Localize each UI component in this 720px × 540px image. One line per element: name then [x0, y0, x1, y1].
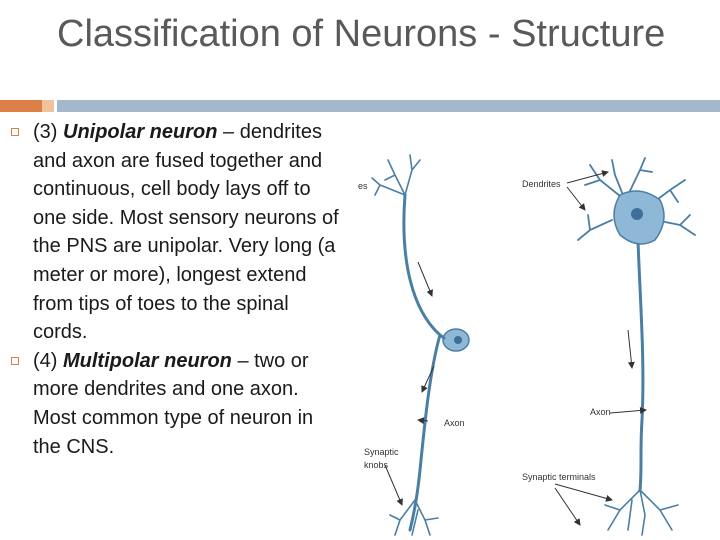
annotation-arrows [384, 170, 647, 526]
label-axon-right: Axon [590, 407, 611, 417]
bullet-list: (3) Unipolar neuron – dendrites and axon… [0, 118, 340, 461]
label-axon-left: Axon [444, 418, 465, 428]
label-synaptic-knobs-line1: Synaptic [364, 447, 399, 457]
label-synaptic-terminals: Synaptic terminals [522, 472, 596, 482]
title-rule-accent [0, 100, 42, 112]
bullet-unipolar: (3) Unipolar neuron – dendrites and axon… [0, 118, 340, 347]
bullet-prefix: (4) [33, 349, 63, 372]
title-rule-square [42, 100, 54, 112]
bullet-term: Multipolar neuron [63, 349, 232, 372]
label-dendrites-cut: es [358, 181, 368, 191]
bullet-term: Unipolar neuron [63, 121, 218, 143]
title-rule-bar [57, 100, 720, 112]
slide-title: Classification of Neurons - Structure [57, 13, 666, 55]
label-dendrites: Dendrites [522, 179, 561, 189]
square-bullet-icon [11, 128, 19, 136]
bullet-prefix: (3) [33, 121, 63, 143]
multipolar-neuron [577, 157, 696, 536]
unipolar-neuron [371, 154, 470, 536]
bullet-text: – dendrites and axon are fused together … [33, 121, 339, 344]
bullet-text: – two or more dendrites and one axon. Mo… [33, 349, 314, 458]
neuron-illustration: es Dendrites Axon Axon Synaptic knobs Sy… [358, 154, 696, 536]
square-bullet-icon [11, 356, 19, 365]
bullet-multipolar: (4) Multipolar neuron – two or more dend… [0, 347, 340, 461]
label-synaptic-knobs-line2: knobs [364, 460, 389, 470]
